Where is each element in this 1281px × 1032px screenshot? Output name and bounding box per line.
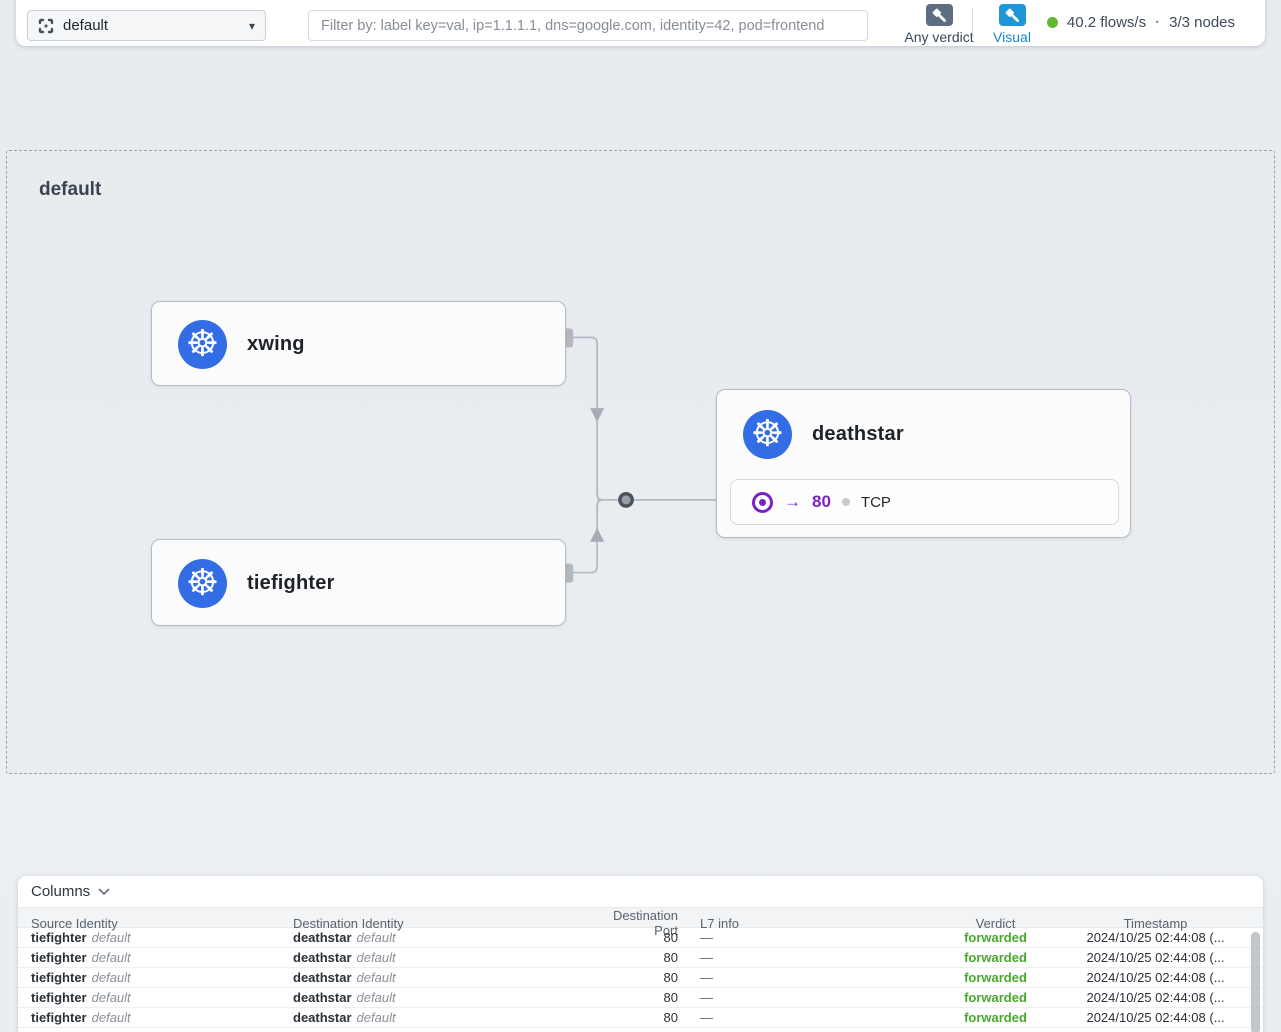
node-title: xwing <box>247 333 305 355</box>
verdict-value: forwarded <box>964 970 1027 985</box>
destination-namespace: default <box>356 950 396 965</box>
flows-rate: 40.2 flows/s <box>1066 14 1147 31</box>
destination-identity: deathstar <box>293 950 352 965</box>
deathstar-port-80-row[interactable]: → 80 TCP <box>730 479 1119 525</box>
source-namespace: default <box>91 950 131 965</box>
destination-identity: deathstar <box>293 970 352 985</box>
destination-identity: deathstar <box>293 1010 352 1025</box>
service-node-xwing[interactable]: ☸ xwing <box>151 301 566 386</box>
columns-dropdown-button[interactable]: Columns <box>18 876 1263 907</box>
destination-namespace: default <box>356 970 396 985</box>
gavel-icon <box>925 4 953 26</box>
chevron-down-icon: ▾ <box>248 18 255 33</box>
destination-port: 80 <box>663 1010 678 1025</box>
port-target-icon <box>752 491 773 513</box>
node-title: deathstar <box>812 422 904 445</box>
destination-port: 80 <box>663 970 678 985</box>
source-identity: tiefighter <box>31 990 87 1005</box>
port-arrow-icon: → <box>784 492 801 511</box>
column-header-l7-info[interactable]: L7 info <box>700 915 740 931</box>
column-header-destination-identity[interactable]: Destination Identity <box>293 915 404 931</box>
visual-settings-button[interactable]: Visual <box>982 4 1042 45</box>
port-separator-dot-icon <box>841 498 850 506</box>
service-map-namespace-boundary: default ☸ xwing ☸ tiefighter <box>6 150 1275 774</box>
verdict-value: forwarded <box>964 950 1027 965</box>
column-header-timestamp[interactable]: Timestamp <box>1123 915 1188 931</box>
flows-table-panel: Columns Source Identity Destination Iden… <box>18 876 1263 1032</box>
destination-namespace: default <box>356 930 396 945</box>
column-header-source-identity[interactable]: Source Identity <box>31 915 118 931</box>
chevron-down-icon <box>98 883 110 901</box>
namespace-selector-value: default <box>63 17 109 34</box>
verdict-value: forwarded <box>964 1010 1027 1025</box>
destination-port: 80 <box>663 950 678 965</box>
l7-info: — <box>700 970 713 985</box>
verdict-filter-label: Any verdict <box>904 29 974 45</box>
status-indicators: 40.2 flows/s · 3/3 nodes <box>1046 14 1235 31</box>
destination-namespace: default <box>356 1010 396 1025</box>
service-node-deathstar[interactable]: ☸ deathstar → 80 TCP <box>716 389 1131 538</box>
namespace-selector[interactable]: default ▾ <box>27 10 266 41</box>
l7-info: — <box>700 950 713 965</box>
flow-timestamp: 2024/10/25 02:44:08 (... <box>1086 1010 1225 1025</box>
source-identity: tiefighter <box>31 950 87 965</box>
flow-timestamp: 2024/10/25 02:44:08 (... <box>1086 970 1225 985</box>
edge-arrow-up-icon <box>590 527 605 542</box>
source-namespace: default <box>91 1010 131 1025</box>
destination-port: 80 <box>663 930 678 945</box>
toolbar-divider <box>972 8 973 38</box>
verdict-value: forwarded <box>964 930 1027 945</box>
top-toolbar: default ▾ Any verdict Visual 40.2 flows/… <box>16 0 1265 46</box>
nodes-count: 3/3 nodes <box>1169 14 1235 31</box>
stats-separator: · <box>1155 14 1161 31</box>
source-identity: tiefighter <box>31 930 87 945</box>
verdict-filter-button[interactable]: Any verdict <box>879 4 999 45</box>
visual-settings-label: Visual <box>993 29 1031 45</box>
l7-info: — <box>700 990 713 1005</box>
node-title: tiefighter <box>247 572 335 594</box>
destination-identity: deathstar <box>293 930 352 945</box>
columns-dropdown-label: Columns <box>31 883 91 900</box>
source-identity: tiefighter <box>31 1010 87 1025</box>
port-number: 80 <box>812 492 831 511</box>
l7-info: — <box>700 930 713 945</box>
service-node-tiefighter[interactable]: ☸ tiefighter <box>151 539 566 626</box>
port-protocol: TCP <box>860 493 891 511</box>
kubernetes-logo-icon: ☸ <box>178 320 227 369</box>
kubernetes-logo-icon: ☸ <box>743 409 792 459</box>
namespace-icon <box>38 18 54 34</box>
flow-timestamp: 2024/10/25 02:44:08 (... <box>1086 930 1225 945</box>
flows-table-header-row: Source Identity Destination Identity Des… <box>18 907 1263 938</box>
destination-identity: deathstar <box>293 990 352 1005</box>
flows-status-dot-icon <box>1046 17 1058 28</box>
namespace-boundary-label: default <box>39 179 102 200</box>
edge-junction-dot <box>618 492 634 508</box>
source-identity: tiefighter <box>31 970 87 985</box>
kubernetes-logo-icon: ☸ <box>178 559 227 608</box>
source-namespace: default <box>91 990 131 1005</box>
flow-filter-input[interactable] <box>308 10 868 41</box>
flows-table-scrollbar[interactable] <box>1251 932 1260 1032</box>
column-header-destination-port[interactable]: Destination Port <box>612 908 678 938</box>
destination-namespace: default <box>356 990 396 1005</box>
source-namespace: default <box>91 930 131 945</box>
verdict-value: forwarded <box>964 990 1027 1005</box>
destination-port: 80 <box>663 990 678 1005</box>
gavel-icon <box>998 4 1026 26</box>
edge-arrow-down-icon <box>590 408 605 423</box>
source-namespace: default <box>91 970 131 985</box>
flow-timestamp: 2024/10/25 02:44:08 (... <box>1086 990 1225 1005</box>
column-header-verdict[interactable]: Verdict <box>975 915 1016 931</box>
l7-info: — <box>700 1010 713 1025</box>
flow-timestamp: 2024/10/25 02:44:08 (... <box>1086 950 1225 965</box>
